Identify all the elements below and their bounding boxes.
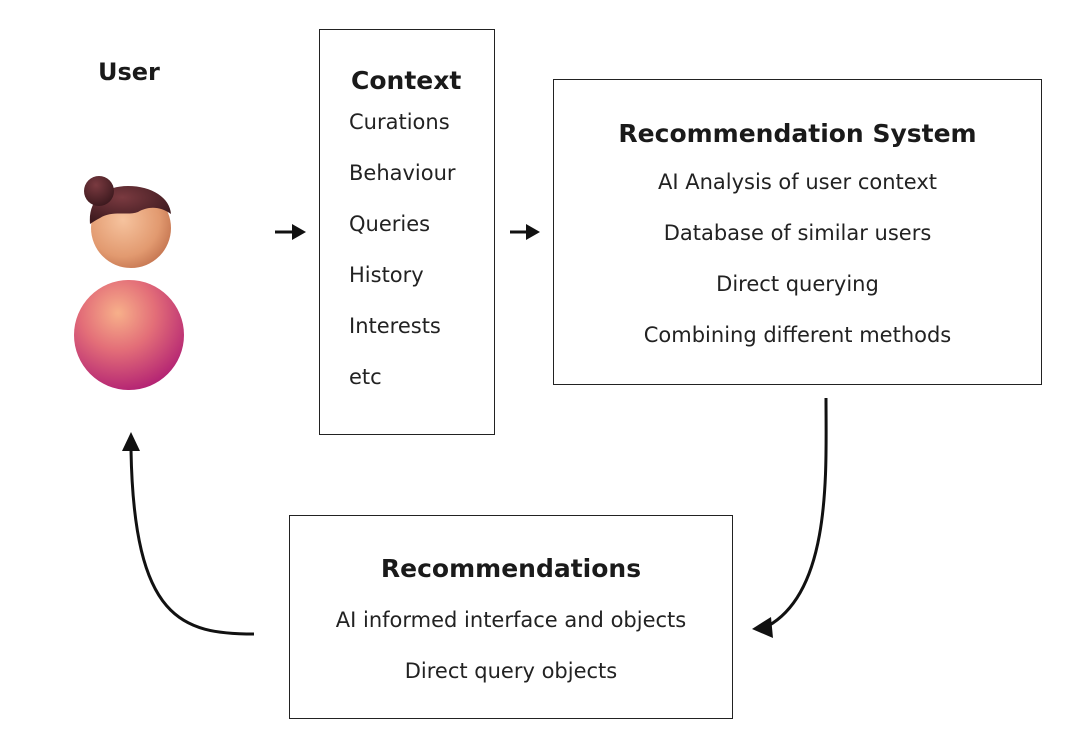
context-item: Interests — [349, 314, 441, 338]
recommendations-item: Direct query objects — [404, 659, 618, 683]
arrow-context-to-recsys — [510, 224, 540, 240]
recommendation-system-item: Direct querying — [716, 272, 879, 296]
recommendation-system-item: Database of similar users — [663, 221, 932, 245]
context-item: Curations — [349, 110, 450, 134]
context-title: Context — [351, 66, 462, 95]
recommendations-list: AI informed interface and objects Direct… — [290, 595, 732, 697]
context-item: History — [349, 263, 424, 287]
recommendation-system-title: Recommendation System — [618, 119, 977, 148]
user-label: User — [98, 58, 160, 86]
recommendation-system-item: Combining different methods — [643, 323, 952, 347]
context-item: Queries — [349, 212, 431, 236]
recommendation-system-item: AI Analysis of user context — [658, 170, 937, 194]
avatar-hair-bun — [84, 176, 114, 206]
context-item: Behaviour — [349, 161, 456, 185]
context-item: etc — [349, 365, 382, 389]
recommendations-item: AI informed interface and objects — [335, 608, 687, 632]
recommendations-box: Recommendations AI informed interface an… — [289, 515, 733, 719]
arrow-recommendations-to-user — [122, 432, 255, 636]
arrow-recsys-to-recommendations — [752, 397, 828, 638]
recommendation-system-box: Recommendation System AI Analysis of use… — [553, 79, 1042, 385]
arrow-user-to-context — [275, 224, 306, 240]
recommendation-system-list: AI Analysis of user context Database of … — [554, 157, 1041, 361]
recommendations-title: Recommendations — [380, 554, 642, 583]
context-list: Curations Behaviour Queries History Inte… — [349, 97, 494, 403]
context-box: Context Curations Behaviour Queries Hist… — [319, 29, 495, 435]
avatar-body — [74, 280, 184, 390]
